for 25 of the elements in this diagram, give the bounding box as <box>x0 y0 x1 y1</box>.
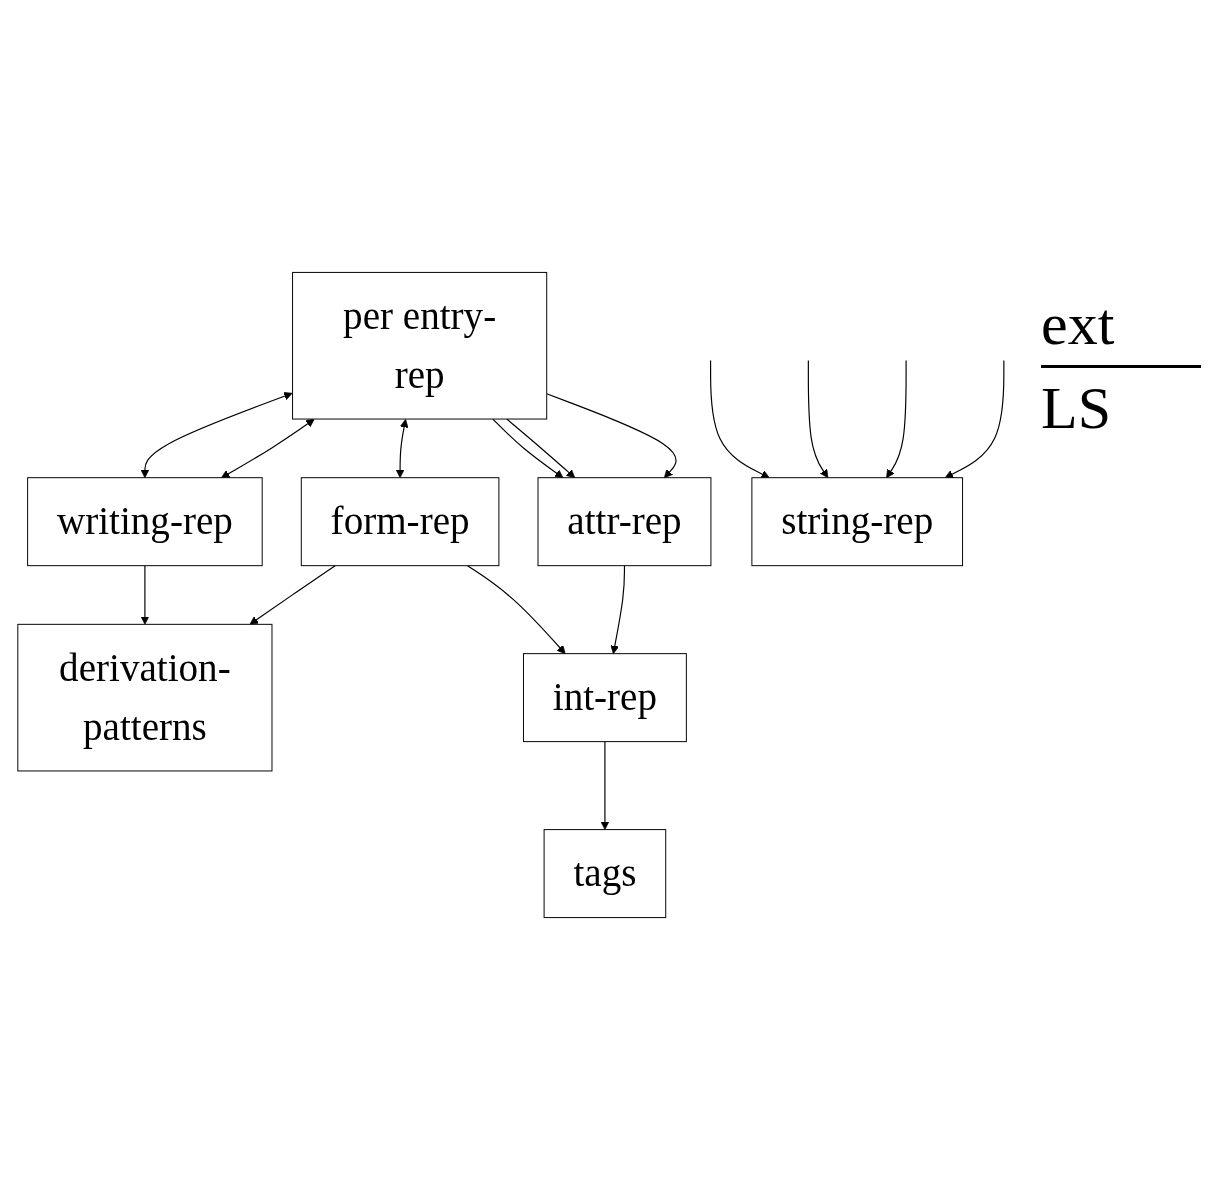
arrow <box>395 419 409 479</box>
arrow <box>140 565 150 625</box>
node-box: writing-rep <box>27 477 263 567</box>
arrow <box>600 741 610 830</box>
node-box: form-rep <box>300 477 500 567</box>
node-box: string-rep <box>751 477 964 567</box>
arrow <box>710 359 770 479</box>
arrow <box>221 418 315 479</box>
arrow <box>807 359 829 479</box>
arrow <box>610 565 626 655</box>
arrow <box>140 392 293 479</box>
arrow <box>546 393 677 479</box>
arrow <box>886 359 907 479</box>
node-box: per entry-rep <box>292 271 548 420</box>
arrow <box>466 565 566 655</box>
region-label: ext <box>1041 290 1116 359</box>
node-box: int-rep <box>523 653 687 743</box>
arrow <box>944 359 1005 479</box>
arrow <box>492 418 564 479</box>
region-label: LS <box>1041 374 1113 443</box>
arrow <box>506 418 576 479</box>
node-box: derivation-patterns <box>17 623 273 772</box>
node-box: tags <box>543 829 667 919</box>
arrow <box>249 565 336 625</box>
node-box: attr-rep <box>537 477 712 567</box>
